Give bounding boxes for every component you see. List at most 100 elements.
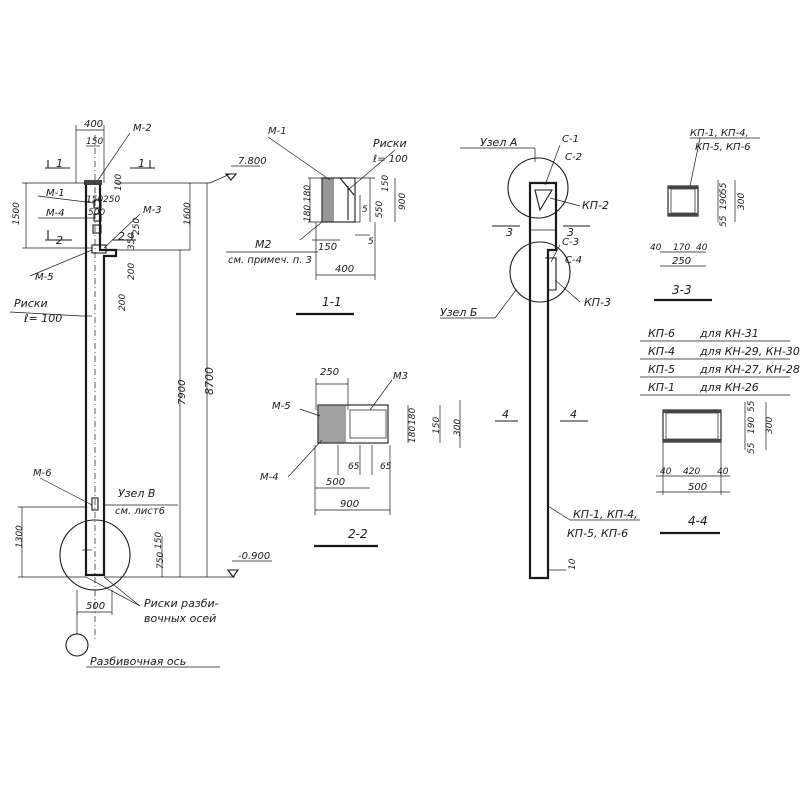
dim-65b: 65 [380, 462, 392, 472]
dim-250: 250 [672, 256, 691, 267]
dim-100: 100 [114, 174, 124, 191]
label-risk-axes-1: Риски разби- [144, 597, 219, 610]
dim-900: 900 [398, 193, 408, 210]
section-title: 1-1 [322, 295, 342, 309]
cut-2-right: 2 [118, 230, 125, 243]
dim-500: 500 [88, 208, 105, 218]
kp-row-1-for: для КН-31 [699, 327, 759, 340]
label-kp2: КП-5, КП-6 [695, 142, 751, 153]
dim-55a: 55 [747, 400, 757, 412]
label-m2: М-2 [133, 123, 152, 134]
section-title: 3-3 [672, 283, 692, 297]
label-c3: С-3 [562, 237, 579, 248]
kp-row-2-for: для КН-29, КН-30 [699, 345, 800, 358]
dim-1300: 1300 [15, 525, 25, 548]
section-title: 4-4 [688, 514, 708, 528]
label-c4: С-4 [565, 255, 582, 266]
label-risk: Риски [373, 137, 407, 150]
cut-4-left: 4 [502, 408, 509, 421]
label-kp1: КП-1, КП-4, [690, 128, 749, 139]
cut-1-left: 1 [56, 157, 63, 170]
label-m2: М2 [255, 238, 272, 251]
dim-150c: 150 [154, 532, 164, 549]
column-elevation: 400 150 М-2 1 1 1500 М-1 М-4 500 150 250… [9, 119, 272, 668]
dim-500: 500 [688, 482, 707, 493]
dim-5b: 5 [368, 237, 374, 247]
dim-180b: 180 [303, 205, 313, 222]
level-bottom: -0.900 [238, 551, 270, 562]
label-e100: ℓ= 100 [373, 154, 408, 165]
dim-350: 350 [127, 233, 137, 250]
dim-150: 150 [86, 137, 103, 147]
dim-40a: 40 [660, 467, 672, 477]
dim-300: 300 [453, 419, 463, 436]
label-m6: М-6 [33, 468, 52, 479]
kp-row-2-kp: КП-4 [648, 345, 675, 358]
cut-4-right: 4 [570, 408, 577, 421]
dim-40b: 40 [717, 467, 729, 477]
label-kp-list-2: КП-5, КП-6 [567, 527, 628, 540]
label-c2: С-2 [565, 152, 582, 163]
dim-10: 10 [568, 558, 578, 570]
dim-400: 400 [335, 264, 354, 275]
dim-190: 190 [747, 417, 757, 434]
label-node-a: Узел А [480, 136, 517, 149]
dim-200: 200 [127, 263, 137, 280]
label-m3: М-3 [143, 205, 162, 216]
dim-65a: 65 [348, 462, 360, 472]
label-node-b: Узел Б [440, 306, 477, 319]
label-kp-list-1: КП-1, КП-4, [573, 508, 638, 521]
label-node-v: Узел В [118, 487, 155, 500]
dim-500b: 500 [86, 601, 105, 612]
kp-row-4-for: для КН-26 [699, 381, 759, 394]
kp-row-3-for: для КН-27, КН-28 [699, 363, 800, 376]
dim-55b: 55 [747, 442, 757, 454]
dim-200b: 200 [118, 294, 128, 311]
dim-170: 170 [673, 243, 690, 253]
dim-250: 250 [103, 195, 120, 205]
label-axis: Разбивочная ось [90, 655, 186, 668]
kp-table: КП-6 для КН-31 КП-4 для КН-29, КН-30 КП-… [640, 327, 800, 396]
label-m1: М-1 [268, 126, 287, 137]
label-m5: М-5 [272, 401, 291, 412]
label-m4: М-4 [260, 472, 279, 483]
side-view: Узел А С-1 С-2 КП-2 3 3 С-3 С-4 КП-3 Узе… [440, 134, 640, 580]
label-m1: М-1 [46, 188, 65, 199]
section-3-3: КП-1, КП-4, КП-5, КП-6 55 190 55 300 40 … [650, 128, 760, 302]
dim-150: 150 [432, 417, 442, 434]
label-m3: М3 [393, 371, 408, 382]
level-top: 7.800 [238, 156, 267, 167]
label-e100: ℓ= 100 [23, 312, 62, 325]
dim-250b: 250 [132, 218, 142, 235]
dim-40b: 40 [696, 243, 708, 253]
kp-row-4-kp: КП-1 [648, 381, 675, 394]
label-c1: С-1 [562, 134, 579, 145]
label-note: см. примеч. п. 3 [228, 255, 312, 266]
dim-180a: 180 [303, 185, 313, 202]
dim-150b: 150 [86, 195, 103, 205]
dim-420: 420 [683, 467, 700, 477]
section-title: 2-2 [348, 527, 368, 541]
dim-180b: 180 [408, 426, 418, 443]
label-risk: Риски [14, 297, 48, 310]
dim-55a: 55 [719, 182, 729, 194]
cut-2-left: 2 [56, 234, 63, 247]
label-risk-axes-2: вочных осей [144, 612, 216, 625]
dim-150b: 150 [381, 175, 391, 192]
dim-8700: 8700 [203, 367, 216, 395]
label-m4: М-4 [46, 208, 65, 219]
dim-300: 300 [737, 193, 747, 210]
kp-row-3-kp: КП-5 [648, 363, 675, 376]
dim-400: 400 [84, 119, 103, 130]
dim-900: 900 [340, 499, 359, 510]
section-1-1: 180 180 М-1 Риски ℓ= 100 5 550 150 900 5… [226, 126, 408, 316]
dim-250: 250 [320, 367, 339, 378]
dim-550: 550 [375, 201, 385, 218]
dim-7900: 7900 [177, 380, 188, 405]
dim-150: 150 [318, 242, 337, 253]
dim-5a: 5 [362, 205, 368, 215]
cut-1-right: 1 [138, 157, 145, 170]
cut-3-right: 3 [567, 226, 574, 239]
label-kp2: КП-2 [582, 199, 609, 212]
